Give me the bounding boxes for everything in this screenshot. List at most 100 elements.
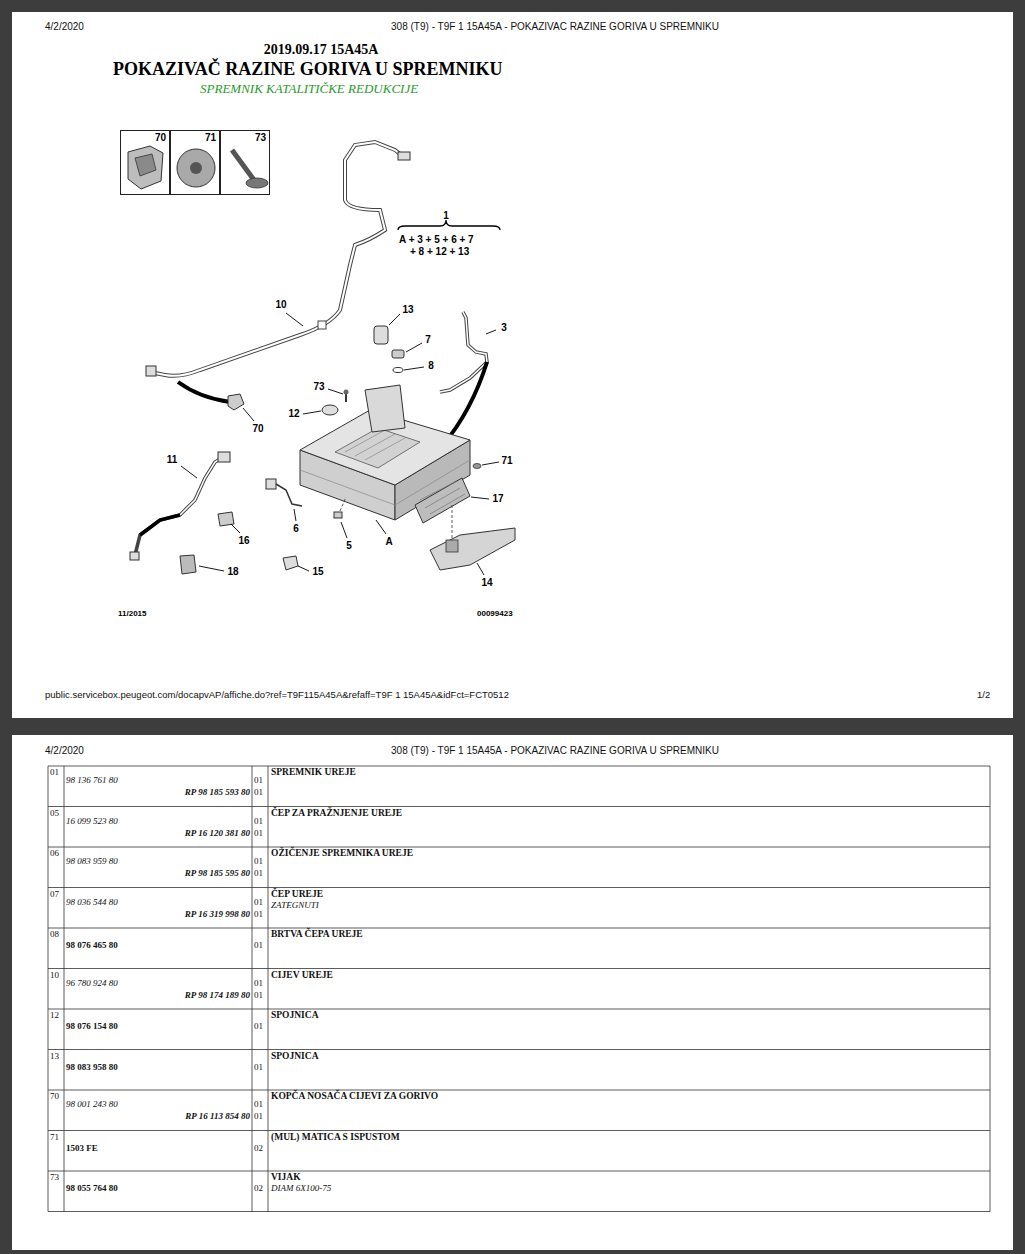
- table-cell: 71: [50, 1132, 59, 1142]
- table-rule: [48, 887, 990, 888]
- clip-part: [283, 556, 298, 570]
- callout-number: 12: [288, 408, 299, 419]
- callout-number: 16: [238, 535, 249, 546]
- bracket-block: [446, 540, 458, 552]
- thumb-screw: [232, 150, 268, 188]
- screw-symbol: [232, 150, 254, 180]
- table-rule: [48, 1211, 990, 1212]
- thumb-nut: [177, 149, 215, 187]
- plug-part: [334, 512, 342, 518]
- leader-line: [328, 389, 343, 394]
- pipe-joint: [318, 321, 326, 329]
- table-cell: 01: [254, 1111, 263, 1121]
- leader-line: [243, 408, 254, 421]
- table-rule: [48, 806, 990, 807]
- table-rule: [48, 1049, 990, 1050]
- table-cell: VIJAK: [271, 1172, 301, 1183]
- print-date: 4/2/2020: [45, 745, 84, 756]
- table-cell: 01: [254, 940, 263, 950]
- page-sheet: [12, 735, 1013, 1250]
- callout-number: 7: [425, 334, 431, 345]
- table-cell: 01: [254, 868, 263, 878]
- table-cell: RP 98 185 593 80: [100, 787, 250, 797]
- table-cell: 10: [50, 970, 59, 980]
- table-cell: 98 136 761 80: [66, 775, 118, 785]
- bracket-part: [430, 528, 515, 570]
- urea-pipe-core: [150, 142, 405, 376]
- cap-part: [392, 350, 404, 358]
- leader-line: [482, 462, 499, 465]
- callout-number: 1: [443, 210, 449, 221]
- seal-part: [393, 368, 403, 373]
- thumbnail-frame: 73: [220, 130, 270, 195]
- table-cell: 01: [254, 1021, 263, 1031]
- table-rule: [48, 1090, 990, 1091]
- table-cell: (MUL) MATICA S ISPUSTOM: [271, 1132, 400, 1143]
- bolt-head: [344, 390, 349, 395]
- table-rule: [990, 766, 991, 1212]
- callout-number: 6: [293, 523, 299, 534]
- table-cell: 98 001 243 80: [66, 1099, 118, 1109]
- leader-line: [341, 522, 347, 538]
- plate-mesh: [420, 482, 465, 514]
- table-cell: 01: [254, 1062, 263, 1072]
- page-number: 1/2: [977, 689, 990, 700]
- clip-part: [218, 512, 234, 526]
- table-rule: [48, 968, 990, 969]
- table-cell: 06: [50, 848, 59, 858]
- table-cell: 08: [50, 929, 59, 939]
- table-cell: ČEP ZA PRAŽNJENJE UREJE: [271, 808, 402, 819]
- callout-number: 70: [252, 423, 263, 434]
- callout-number: A: [385, 536, 392, 547]
- table-cell: RP 98 185 595 80: [100, 868, 250, 878]
- table-cell: DIAM 6X100-75: [271, 1183, 331, 1193]
- clip-detail: [135, 154, 156, 176]
- callout-number: 70: [155, 132, 166, 143]
- connector-part: [266, 479, 276, 489]
- table-cell: 01: [254, 897, 263, 907]
- washer-hole: [190, 162, 202, 174]
- table-cell: 98 055 764 80: [66, 1183, 118, 1193]
- table-cell: RP 16 113 854 80: [100, 1111, 250, 1121]
- leader-line: [181, 466, 197, 478]
- heater-pipe: [135, 458, 222, 555]
- filler-neck: [365, 385, 405, 432]
- print-date: 4/2/2020: [45, 21, 84, 32]
- callout-number: 17: [492, 493, 503, 504]
- doc-code: 2019.09.17 15A45A: [264, 42, 379, 58]
- callout-number: 5: [346, 540, 352, 551]
- nut-part: [473, 464, 481, 469]
- callout-number: 3: [501, 322, 507, 333]
- callout-number: 11: [167, 454, 178, 465]
- black-hose: [443, 362, 487, 445]
- table-cell: 12: [50, 1010, 59, 1020]
- table-cell: RP 16 319 998 80: [100, 909, 250, 919]
- callout-number: 13: [402, 304, 413, 315]
- table-cell: 01: [50, 767, 59, 777]
- leader-line: [286, 313, 303, 326]
- table-cell: 98 083 958 80: [66, 1062, 118, 1072]
- table-cell: SPOJNICA: [271, 1010, 319, 1021]
- table-rule: [64, 766, 65, 1212]
- assembly-dash: [340, 497, 346, 511]
- callout-number: 71: [501, 455, 512, 466]
- assembly-list: A + 3 + 5 + 6 + 7: [399, 234, 474, 245]
- page-url: public.servicebox.peugeot.com/docapvAP/a…: [45, 689, 509, 700]
- table-cell: KOPČA NOSAČA CIJEVI ZA GORIVO: [271, 1091, 438, 1102]
- callout-number: 73: [255, 132, 266, 143]
- table-cell: 07: [50, 889, 59, 899]
- callout-number: 8: [428, 360, 434, 371]
- leader-line: [298, 566, 309, 571]
- page-title: POKAZIVAČ RAZINE GORIVA U SPREMNIKU: [113, 59, 502, 80]
- callout-number: 15: [312, 566, 323, 577]
- table-grid: [48, 766, 990, 1212]
- callout-number: 71: [205, 132, 216, 143]
- table-cell: 13: [50, 1051, 59, 1061]
- table-rule: [48, 766, 49, 1212]
- assembly-list: + 8 + 12 + 13: [410, 246, 469, 257]
- callout-number: 10: [275, 299, 286, 310]
- table-cell: RP 98 174 189 80: [100, 990, 250, 1000]
- leader-line: [471, 497, 489, 499]
- table-cell: 02: [254, 1183, 263, 1193]
